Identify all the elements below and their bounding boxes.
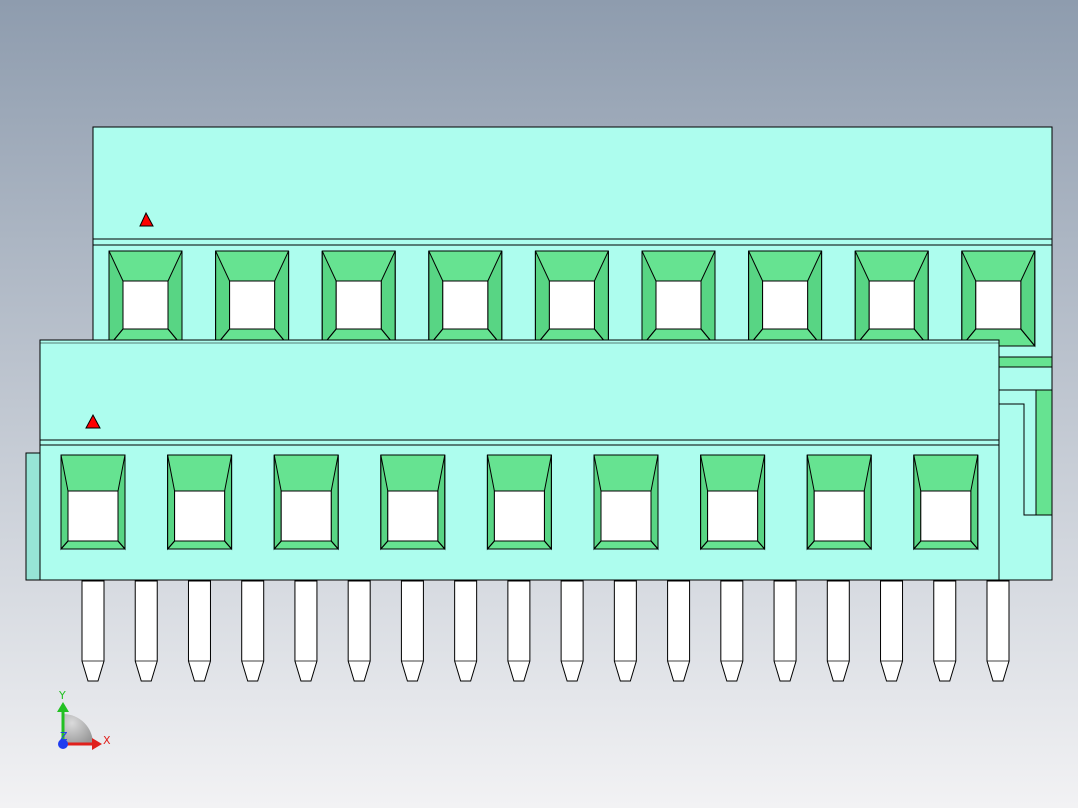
- cavity-hole: [387, 490, 439, 542]
- cavity-bevel-line: [167, 540, 175, 550]
- front-housing-end-tab: [25, 452, 41, 581]
- cavity-hole: [122, 280, 169, 330]
- front-cavity-1[interactable]: [60, 454, 126, 551]
- cavity-bevel-line: [700, 540, 708, 550]
- x-axis-arrowhead: [92, 738, 102, 750]
- pin-1: [81, 580, 105, 682]
- cavity-bevel-line: [806, 540, 815, 550]
- back-cavity-4[interactable]: [428, 250, 503, 348]
- front-cavity-2[interactable]: [167, 454, 233, 551]
- back-cavity-5[interactable]: [534, 250, 609, 348]
- triad-xy-plane: [63, 714, 93, 744]
- cavity-bevel-line: [330, 540, 339, 550]
- front-cavity-3[interactable]: [273, 454, 339, 551]
- cavity-bevel-line: [380, 540, 389, 550]
- cavity-hole: [548, 280, 595, 330]
- cavity-bevel-line: [593, 540, 602, 550]
- back-housing-step: [999, 403, 1052, 516]
- cavity-hole: [174, 490, 226, 542]
- pin1-marker-triangle: [139, 211, 154, 227]
- pin-9: [507, 580, 531, 682]
- front-cavity-4[interactable]: [380, 454, 446, 551]
- cavity-hole: [707, 490, 759, 542]
- cavity-bevel-line: [437, 540, 446, 550]
- pin-4: [241, 580, 265, 682]
- back-cavity-7[interactable]: [748, 250, 823, 348]
- back-housing-side-slot: [1035, 389, 1053, 516]
- cavity-hole: [868, 280, 915, 330]
- pin-3: [187, 580, 211, 682]
- cavity-hole: [655, 280, 702, 330]
- pin-12: [667, 580, 691, 682]
- cavity-hole: [67, 490, 119, 542]
- cavity-bevel-line: [487, 540, 495, 550]
- connector-pins[interactable]: [81, 580, 1010, 682]
- cavity-hole: [600, 490, 652, 542]
- back-cavity-8[interactable]: [854, 250, 929, 348]
- cavity-hole: [229, 280, 276, 330]
- back-cavity-1[interactable]: [108, 250, 183, 348]
- front-cavity-6[interactable]: [593, 454, 659, 551]
- cavity-bevel-line: [544, 540, 552, 550]
- cavity-hole: [280, 490, 332, 542]
- back-cavity-2[interactable]: [215, 250, 290, 348]
- pin1-marker-triangle: [85, 413, 101, 429]
- cavity-bevel-line: [1020, 328, 1036, 347]
- back-cavity-6[interactable]: [641, 250, 716, 348]
- z-axis-label: Z: [60, 730, 68, 743]
- front-cavity-8[interactable]: [806, 454, 872, 551]
- x-axis-label: X: [103, 734, 111, 747]
- cavity-bevel-line: [60, 540, 69, 550]
- z-axis-dot: [58, 739, 68, 749]
- y-axis-arrowhead: [57, 702, 69, 712]
- pin-18: [986, 580, 1010, 682]
- cavity-hole: [920, 490, 972, 542]
- pin-13: [720, 580, 744, 682]
- cavity-hole: [335, 280, 382, 330]
- cavity-bevel-line: [913, 540, 922, 550]
- cavity-hole: [493, 490, 545, 542]
- pin-14: [773, 580, 797, 682]
- y-axis-label: Y: [58, 689, 66, 702]
- pin-5: [294, 580, 318, 682]
- cavity-bevel-line: [650, 540, 659, 550]
- pin-7: [400, 580, 424, 682]
- back-cavity-9[interactable]: [961, 250, 1036, 348]
- cavity-bevel-line: [757, 540, 765, 550]
- cavity-bevel-line: [863, 540, 872, 550]
- pin-2: [134, 580, 158, 682]
- front-cavity-5[interactable]: [486, 454, 552, 551]
- pin-6: [347, 580, 371, 682]
- cavity-bevel-line: [970, 540, 979, 550]
- view-orientation-triad[interactable]: Y X Z: [57, 689, 111, 750]
- front-cavity-9[interactable]: [913, 454, 979, 551]
- pin-8: [454, 580, 478, 682]
- cavity-hole: [813, 490, 865, 542]
- cavity-hole: [442, 280, 489, 330]
- cavity-bevel-line: [117, 540, 126, 550]
- pin-17: [933, 580, 957, 682]
- pin-10: [560, 580, 584, 682]
- cavity-bevel-line: [224, 540, 232, 550]
- front-connector-housing[interactable]: [25, 339, 1000, 581]
- cavity-hole: [975, 280, 1022, 330]
- back-cavity-3[interactable]: [321, 250, 396, 348]
- pin-11: [613, 580, 637, 682]
- front-cavity-7[interactable]: [700, 454, 766, 551]
- back-housing-rail: [998, 356, 1053, 368]
- pin-15: [826, 580, 850, 682]
- cavity-bevel-line: [273, 540, 282, 550]
- pin-16: [880, 580, 904, 682]
- cavity-hole: [762, 280, 809, 330]
